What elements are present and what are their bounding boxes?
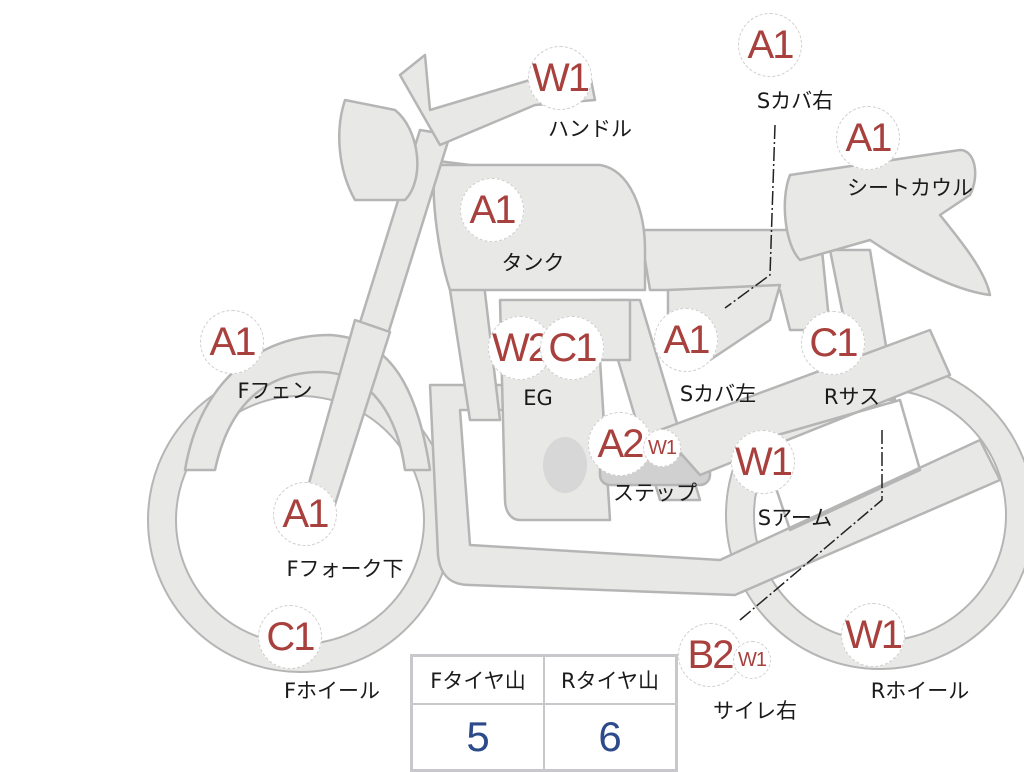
grade-badge-side-cover-left: A1 [654, 308, 718, 372]
grade-badge-front-wheel: C1 [258, 605, 322, 669]
label-front-fork-lower: Fフォーク下 [286, 557, 404, 581]
front-tire-value: 5 [410, 703, 545, 772]
grade-badge-side-cover-right: A1 [738, 13, 802, 77]
grade-badge-engine-2: C1 [540, 316, 604, 380]
grade-badge-silencer-right-2: W1 [733, 641, 771, 679]
label-handle: ハンドル [548, 117, 632, 141]
label-side-cover-right: Sカバ右 [756, 89, 834, 113]
label-tank: タンク [501, 251, 565, 275]
grade-badge-swing-arm: W1 [731, 430, 795, 494]
label-front-fender: Fフェン [237, 379, 313, 403]
label-engine: EG [523, 386, 553, 410]
grade-badge-tank: A1 [460, 178, 524, 242]
headlight [338, 98, 419, 202]
grade-badge-rear-suspension: C1 [801, 311, 865, 375]
grade-badge-step-2: W1 [643, 429, 681, 467]
grade-badge-front-fender: A1 [200, 310, 264, 374]
label-rear-suspension: Rサス [823, 385, 881, 409]
rear-tire-value: 6 [543, 703, 678, 772]
tire-tread-table: Fタイヤ山 Rタイヤ山 5 6 [410, 654, 678, 772]
seat-cowl [783, 148, 992, 297]
label-step: ステップ [613, 481, 697, 505]
label-side-cover-left: Sカバ左 [679, 382, 757, 406]
grade-badge-step: A2 [588, 412, 652, 476]
grade-badge-rear-wheel: W1 [841, 603, 905, 667]
label-front-wheel: Fホイール [283, 679, 381, 703]
grade-badge-front-fork-lower: A1 [273, 482, 337, 546]
grade-badge-seat-cowl: A1 [836, 106, 900, 170]
grade-badge-handle: W1 [528, 46, 592, 110]
rear-tire-header: Rタイヤ山 [543, 654, 678, 705]
label-seat-cowl: シートカウル [847, 176, 973, 200]
label-swing-arm: Sアーム [757, 506, 833, 530]
front-tire-header: Fタイヤ山 [410, 654, 545, 705]
label-silencer-right: サイレ右 [713, 699, 797, 723]
label-rear-wheel: Rホイール [870, 679, 970, 703]
grade-badge-silencer-right: B2 [678, 623, 742, 687]
